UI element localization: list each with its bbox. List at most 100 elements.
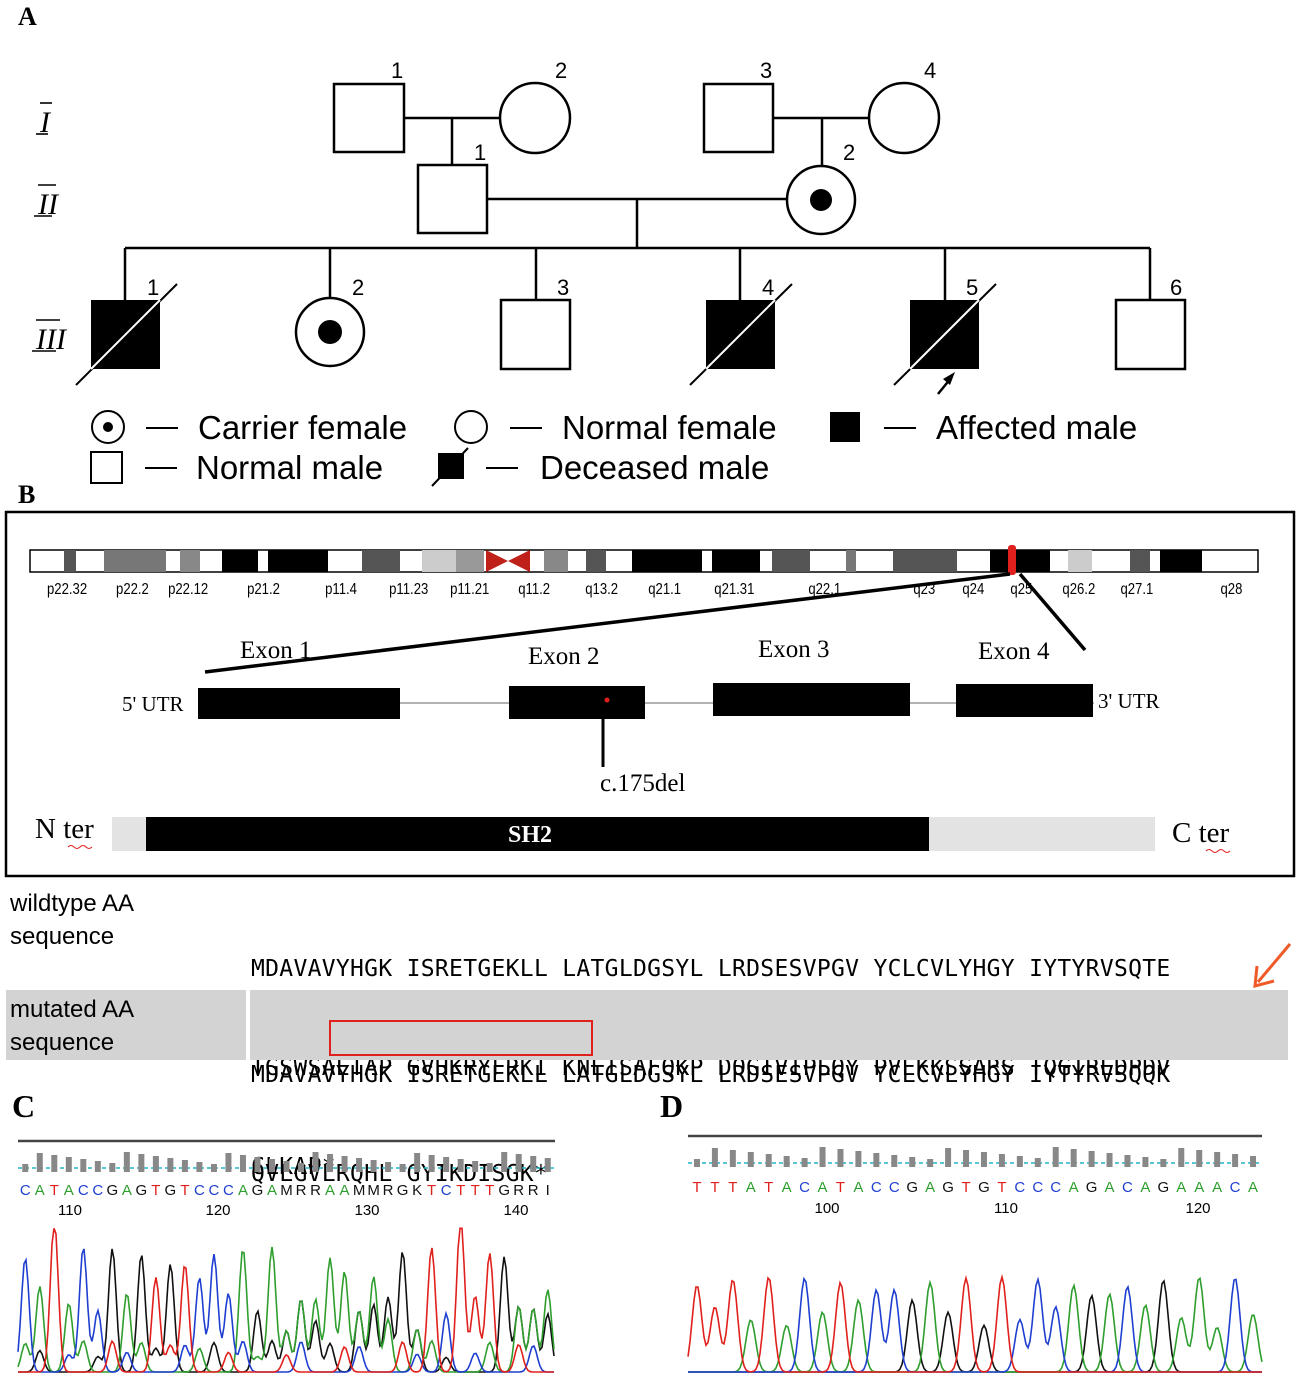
mutated-label: mutated AA sequence xyxy=(10,993,134,1059)
quality-bar xyxy=(65,1157,72,1172)
mutated-seq-line2: QVLGVLRQHL GYIKDISGK* xyxy=(251,1161,549,1187)
I-4-normal-female xyxy=(867,81,941,155)
III-2-carrier-dot xyxy=(318,320,342,344)
legend-normal-male: Normal male xyxy=(196,449,383,486)
mutated-label-bg xyxy=(6,990,246,1060)
I-1-normal-male xyxy=(332,82,406,154)
quality-bar xyxy=(210,1164,217,1172)
base-call: C xyxy=(194,1182,205,1199)
base-call: G xyxy=(107,1182,119,1199)
band-label: q25 xyxy=(1010,581,1032,598)
trace-C xyxy=(17,1248,554,1373)
I-2-normal-female xyxy=(498,81,572,155)
quality-bar xyxy=(152,1156,159,1172)
base-call: C xyxy=(223,1182,234,1199)
base-call: G xyxy=(136,1182,148,1199)
mutated-label-line1: mutated AA xyxy=(10,996,135,1023)
II-1-number: 1 xyxy=(474,140,486,165)
exon-3-label: Exon 3 xyxy=(758,636,830,663)
c-terminus-label: C ter xyxy=(1172,817,1230,849)
base-call: T xyxy=(151,1182,160,1199)
band-label: q11.2 xyxy=(518,581,550,598)
position-tick: 120 xyxy=(1185,1200,1210,1217)
base-call: C xyxy=(1230,1179,1241,1196)
base-call: A xyxy=(64,1182,74,1199)
mutated-seq-line1: MDAVAVYHGK ISRETGEKLL LATGLDGSYL LRDSESV… xyxy=(251,1062,1171,1088)
wildtype-label: wildtype AA sequence xyxy=(10,887,134,953)
legend-carrier-female: Carrier female xyxy=(198,409,407,446)
wildtype-label-line2: sequence xyxy=(10,923,115,950)
mutated-sequence: MDAVAVYHGK ISRETGEKLL LATGLDGSYL LRDSESV… xyxy=(251,993,1171,1224)
base-call: T xyxy=(180,1182,189,1199)
base-call: A xyxy=(238,1182,248,1199)
II-2-number: 2 xyxy=(843,140,855,165)
sh2-domain xyxy=(146,817,929,851)
I-3-normal-male xyxy=(702,82,775,154)
position-tick: 120 xyxy=(205,1202,230,1219)
I-3-number: 3 xyxy=(760,58,772,83)
base-call: A xyxy=(35,1182,45,1199)
III-3-number: 3 xyxy=(557,275,569,300)
band-label: p11.23 xyxy=(389,581,428,598)
quality-bar xyxy=(94,1161,101,1172)
III-4-number: 4 xyxy=(762,275,774,300)
legend-normal-female-icon xyxy=(454,410,488,444)
base-call: T xyxy=(50,1182,59,1199)
sh2-label: SH2 xyxy=(508,822,552,848)
exon-4-label: Exon 4 xyxy=(978,638,1050,665)
base-call: C xyxy=(209,1182,220,1199)
band-label: q21.31 xyxy=(714,581,754,598)
proband-arrow-icon xyxy=(937,372,955,395)
utr3-label: 3' UTR xyxy=(1098,689,1160,713)
base-call: A xyxy=(1194,1179,1204,1196)
III-2-number: 2 xyxy=(352,275,364,300)
III-3-normal-male xyxy=(499,298,572,371)
quality-bar xyxy=(80,1159,87,1172)
base-call: A xyxy=(122,1182,132,1199)
base-call: G xyxy=(165,1182,177,1199)
II-1-normal-male xyxy=(416,163,489,235)
mutation-site-marker xyxy=(604,697,610,703)
quality-bar xyxy=(1232,1154,1239,1167)
base-call: C xyxy=(92,1182,103,1199)
base-call: C xyxy=(78,1182,89,1199)
III-6-number: 6 xyxy=(1170,275,1182,300)
quality-bar xyxy=(1196,1150,1203,1167)
protein-bar xyxy=(112,817,1155,851)
band-label: q28 xyxy=(1220,581,1242,598)
n-terminus-label: N ter xyxy=(35,813,94,845)
III-6-normal-male xyxy=(1114,298,1187,371)
trace-A xyxy=(688,1276,1263,1373)
band-label: p11.4 xyxy=(325,581,357,598)
band-label: q21.1 xyxy=(648,581,681,598)
band-label: p11.21 xyxy=(450,581,489,598)
quality-bar xyxy=(225,1153,232,1172)
band-label: q22.1 xyxy=(808,581,841,598)
quality-bar xyxy=(22,1164,29,1172)
III-1-number: 1 xyxy=(147,275,159,300)
I-1-number: 1 xyxy=(391,58,403,83)
trace-A xyxy=(17,1246,555,1373)
I-4-number: 4 xyxy=(924,58,936,83)
band-label: q23 xyxy=(913,581,935,598)
generation-label-II: II xyxy=(37,188,60,221)
legend-normal-female: Normal female xyxy=(562,409,777,446)
generation-label-I: I xyxy=(39,106,52,139)
band-label: p22.2 xyxy=(116,581,149,598)
base-call: A xyxy=(1212,1179,1222,1196)
panel-b-frame xyxy=(4,510,1296,878)
band-label: q26.2 xyxy=(1062,581,1095,598)
panel-label-a: A xyxy=(18,2,37,31)
mutation-label: c.175del xyxy=(600,770,685,797)
I-2-number: 2 xyxy=(555,58,567,83)
legend-normal-male-icon xyxy=(90,451,123,484)
pedigree-chart: I II III 1 2 3 4 1 2 1 2 3 4 5 6 Carrier… xyxy=(32,58,1187,487)
band-label: q27.1 xyxy=(1120,581,1153,598)
utr5-label: 5' UTR xyxy=(122,692,184,716)
frameshift-highlight-box xyxy=(329,1020,593,1056)
mutated-label-line2: sequence xyxy=(10,1029,115,1056)
trace-C xyxy=(688,1276,1262,1373)
quality-bar xyxy=(1214,1152,1221,1167)
exon-4-box xyxy=(956,684,1093,717)
